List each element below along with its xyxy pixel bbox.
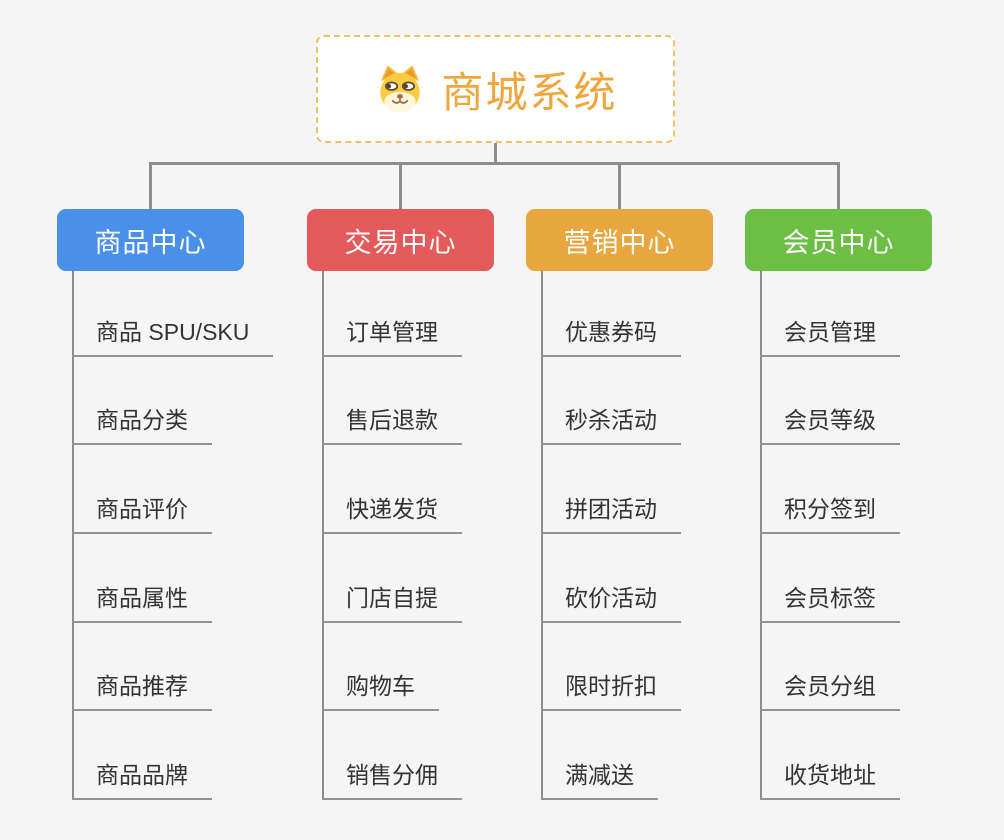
branch-spine-members [760,271,762,799]
leaf-node[interactable]: 商品属性 [72,584,212,623]
connector-drop-members [837,165,840,210]
branch-node-marketing[interactable]: 营销中心 [526,209,713,271]
leaf-node[interactable]: 快递发货 [322,495,462,534]
leaf-node[interactable]: 会员分组 [760,672,900,711]
leaf-node[interactable]: 会员等级 [760,406,900,445]
leaf-node[interactable]: 订单管理 [322,318,462,357]
connector-horizontal-rail [149,162,840,165]
leaf-node[interactable]: 商品分类 [72,406,212,445]
doge-face-icon [373,62,427,116]
leaf-node[interactable]: 积分签到 [760,495,900,534]
leaf-node[interactable]: 商品 SPU/SKU [72,318,274,357]
branch-label: 交易中心 [344,227,457,258]
branch-node-members[interactable]: 会员中心 [745,209,932,271]
leaf-node[interactable]: 优惠券码 [541,318,681,357]
leaf-node[interactable]: 门店自提 [322,584,462,623]
leaf-node[interactable]: 满减送 [541,761,658,800]
connector-drop-marketing [618,165,621,210]
branch-spine-trade [322,271,324,799]
leaf-node[interactable]: 商品评价 [72,495,212,534]
root-node[interactable]: 商城系统 [316,35,675,143]
leaf-node[interactable]: 销售分佣 [322,761,462,800]
leaf-node[interactable]: 砍价活动 [541,584,681,623]
branch-node-products[interactable]: 商品中心 [57,209,244,271]
leaf-node[interactable]: 秒杀活动 [541,406,681,445]
leaf-node[interactable]: 拼团活动 [541,495,681,534]
branch-label: 会员中心 [782,227,895,258]
branch-spine-products [72,271,74,799]
leaf-node[interactable]: 收货地址 [760,761,900,800]
connector-root-stub [494,143,497,163]
leaf-node[interactable]: 商品推荐 [72,672,212,711]
leaf-node[interactable]: 限时折扣 [541,672,681,711]
branch-label: 商品中心 [94,227,207,258]
leaf-node[interactable]: 售后退款 [322,406,462,445]
connector-drop-products [149,165,152,210]
branch-label: 营销中心 [563,227,676,258]
leaf-node[interactable]: 商品品牌 [72,761,212,800]
branch-spine-marketing [541,271,543,799]
leaf-node[interactable]: 会员标签 [760,584,900,623]
branch-node-trade[interactable]: 交易中心 [307,209,494,271]
leaf-node[interactable]: 购物车 [322,672,439,711]
root-title: 商城系统 [441,68,618,116]
leaf-node[interactable]: 会员管理 [760,318,900,357]
connector-drop-trade [399,165,402,210]
